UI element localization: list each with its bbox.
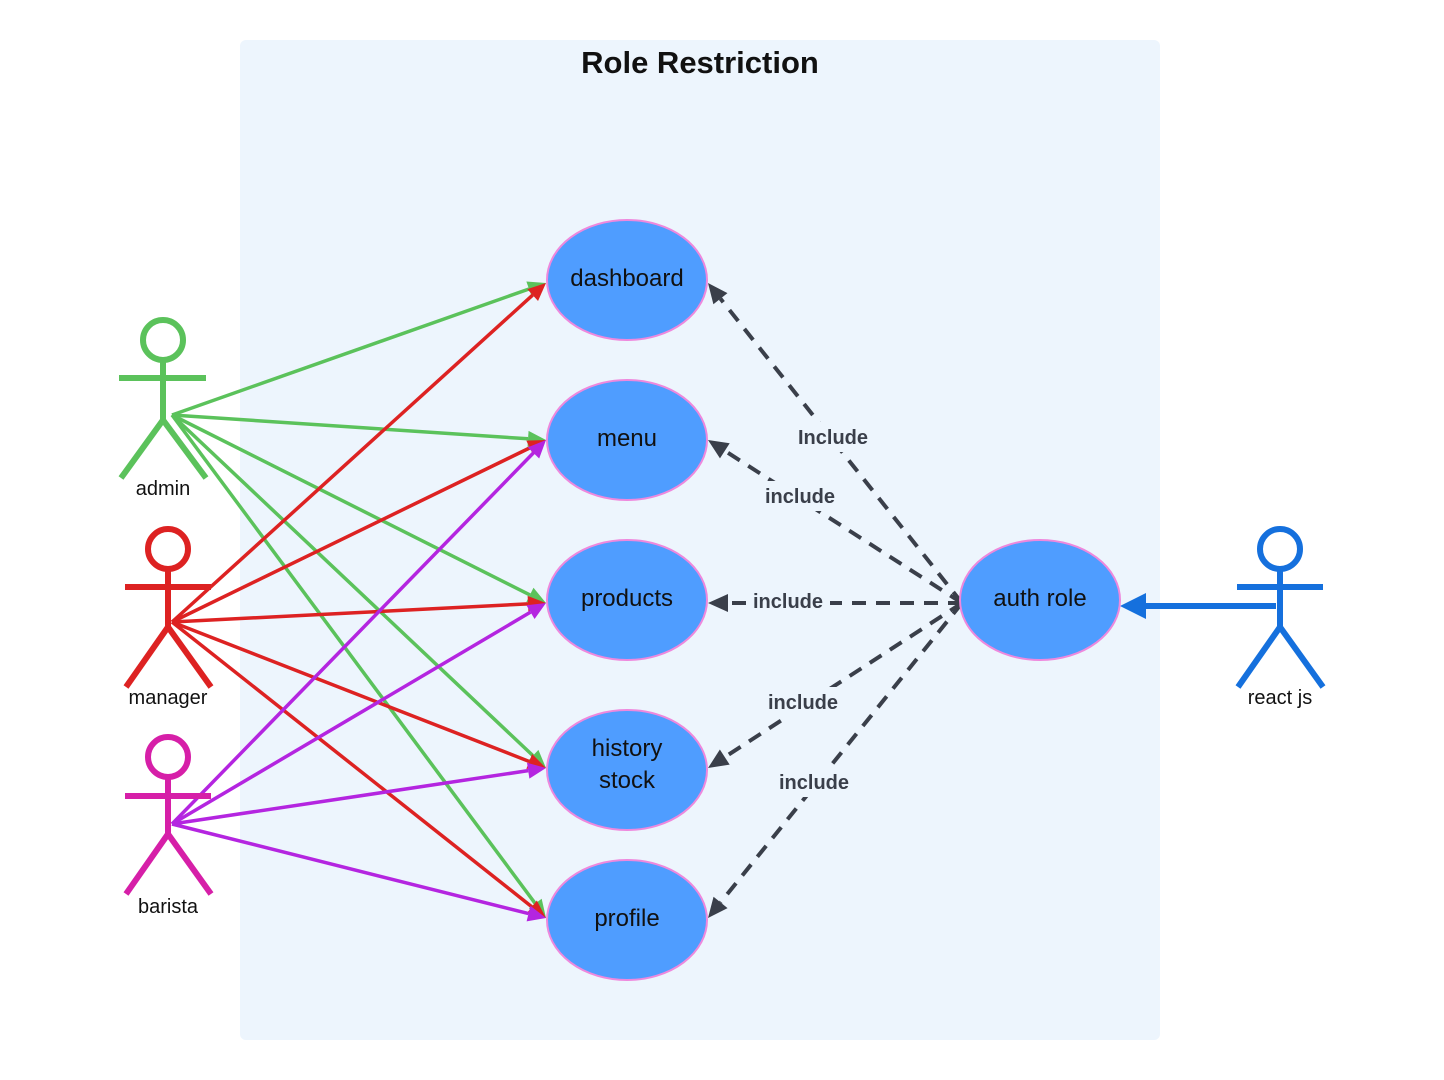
arrowhead [708, 594, 728, 612]
association-line [171, 768, 529, 826]
association-barista-menu[interactable] [170, 440, 546, 826]
association-line [170, 620, 533, 909]
arrowhead [708, 749, 730, 768]
arrowhead [527, 283, 546, 302]
use-case-label-line-1: history [592, 735, 663, 762]
include-arrow-menu[interactable] [708, 440, 964, 605]
actor-label-admin: admin [136, 478, 190, 500]
actor-manager[interactable] [123, 526, 214, 689]
include-arrow-profile[interactable] [708, 601, 964, 918]
use-case-history-stock[interactable]: history stock [546, 709, 708, 831]
association-barista-history_stock[interactable] [171, 762, 546, 826]
association-line [171, 822, 529, 916]
use-case-products[interactable]: products [546, 539, 708, 661]
association-line [171, 413, 531, 597]
arrowhead [1120, 593, 1146, 619]
arrowhead [526, 603, 546, 620]
include-label-products: include [753, 591, 823, 613]
association-line [170, 413, 535, 757]
actor-admin[interactable] [118, 317, 209, 480]
use-case-label: menu [597, 425, 657, 452]
use-cases: dashboard menu products history stock pr… [546, 219, 1121, 981]
actor-barista[interactable] [123, 734, 214, 896]
arrowhead [708, 283, 728, 305]
include-label-menu: include [765, 486, 835, 508]
use-case-auth-role[interactable]: auth role [959, 539, 1121, 661]
actors: admin manager barista react js [118, 317, 1326, 918]
include-arrow-history_stock[interactable] [708, 601, 964, 768]
use-case-label: auth role [993, 585, 1086, 612]
actor-label-react-js: react js [1248, 687, 1312, 709]
association-barista-profile[interactable] [171, 822, 546, 922]
use-case-label: products [581, 585, 673, 612]
association-line [170, 413, 537, 905]
use-case-profile[interactable]: profile [546, 859, 708, 981]
arrowhead [527, 762, 546, 779]
actor-react-js[interactable] [1235, 526, 1326, 689]
arrowhead [708, 896, 728, 918]
association-line [171, 287, 530, 417]
association-line [170, 293, 534, 624]
include-label-dashboard: Include [798, 427, 868, 449]
association-react_js-auth_role[interactable] [1120, 593, 1276, 619]
actor-label-manager: manager [129, 687, 208, 709]
arrowhead [527, 440, 546, 459]
association-manager-dashboard[interactable] [170, 283, 546, 624]
association-lines [170, 281, 1276, 922]
include-dashed-line [718, 601, 964, 904]
use-case-menu[interactable]: menu [546, 379, 708, 501]
use-case-label-line-2: stock [599, 767, 656, 794]
arrowhead [708, 440, 730, 459]
association-barista-products[interactable] [171, 603, 546, 826]
association-line [171, 602, 529, 624]
association-line [171, 413, 529, 441]
diagram-title: Role Restriction [581, 45, 819, 80]
association-line [171, 610, 532, 826]
use-case-label: dashboard [570, 265, 683, 292]
include-label-history-stock: include [768, 692, 838, 714]
actor-label-barista: barista [138, 896, 199, 918]
association-line [171, 620, 530, 764]
use-case-label: profile [594, 905, 659, 932]
association-line [170, 451, 535, 826]
system-boundary [240, 40, 1160, 1040]
use-case-dashboard[interactable]: dashboard [546, 219, 708, 341]
arrowhead [526, 905, 546, 922]
include-labels: Include include include include include [746, 422, 876, 797]
association-line [171, 446, 531, 624]
include-label-profile: include [779, 772, 849, 794]
